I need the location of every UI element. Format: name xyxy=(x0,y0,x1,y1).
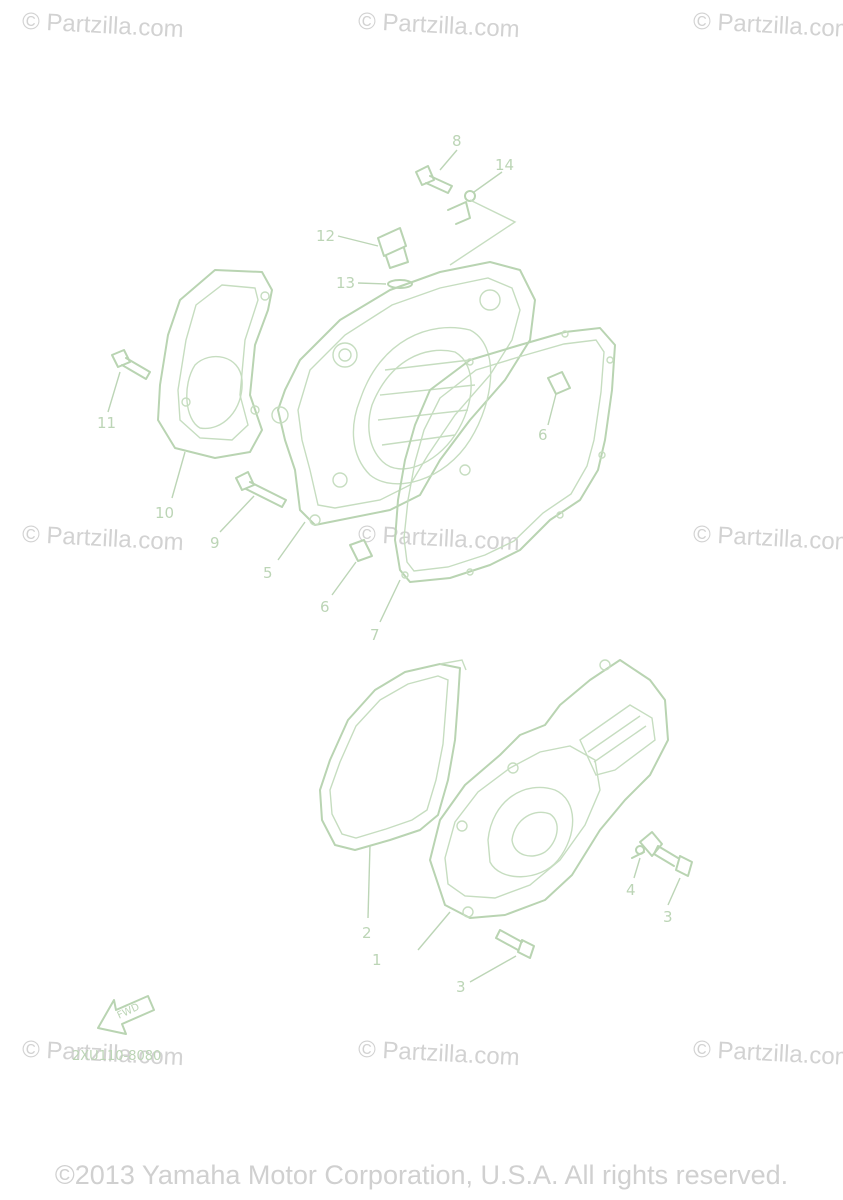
callout-number: 12 xyxy=(316,227,335,245)
callout-number: 10 xyxy=(155,504,174,522)
part-4-clamp xyxy=(631,831,663,879)
part-6-dowel-pin xyxy=(331,539,373,596)
callout-number: 8 xyxy=(452,132,462,150)
callout-number: 3 xyxy=(456,978,466,996)
callout-number: 13 xyxy=(336,274,355,292)
callout-number: 3 xyxy=(663,908,673,926)
diagram-code: 2XU110-8080 xyxy=(72,1049,161,1064)
part-12-filler-cap xyxy=(337,227,409,269)
part-13-o-ring xyxy=(357,279,413,289)
exploded-view-drawing: FWD 1 2 3 3 4 5 6 6 7 8 9 10 11 12 13 14… xyxy=(72,132,693,1064)
callout-number: 6 xyxy=(538,426,548,444)
part-7-gasket xyxy=(394,327,616,583)
part-14-clamp xyxy=(447,171,517,266)
part-3-bolt xyxy=(653,845,693,906)
part-5-crankcase-cover xyxy=(271,261,536,526)
callout-number: 7 xyxy=(370,626,380,644)
part-3-bolt xyxy=(469,929,535,983)
leader-7 xyxy=(379,579,401,623)
fwd-label: FWD xyxy=(116,1002,142,1022)
callout-number: 14 xyxy=(495,156,514,174)
fwd-arrow-icon: FWD xyxy=(97,995,155,1035)
part-2-gasket xyxy=(319,659,467,919)
part-6-dowel-pin xyxy=(547,371,571,426)
part-8-bolt xyxy=(415,149,458,194)
part-11-bolt xyxy=(107,349,151,413)
callout-number: 9 xyxy=(210,534,220,552)
part-9-bolt xyxy=(219,471,287,533)
callout-number: 1 xyxy=(372,951,382,969)
callout-number: 2 xyxy=(362,924,372,942)
part-1-crankcase-cover xyxy=(417,659,669,951)
callout-number: 6 xyxy=(320,598,330,616)
callout-number: 5 xyxy=(263,564,273,582)
part-10-outer-cover xyxy=(157,269,273,459)
copyright-notice: ©2013 Yamaha Motor Corporation, U.S.A. A… xyxy=(54,1160,789,1190)
callout-number: 11 xyxy=(97,414,116,432)
leader-5 xyxy=(277,521,306,561)
callout-number: 4 xyxy=(626,881,636,899)
leader-10 xyxy=(171,451,186,499)
